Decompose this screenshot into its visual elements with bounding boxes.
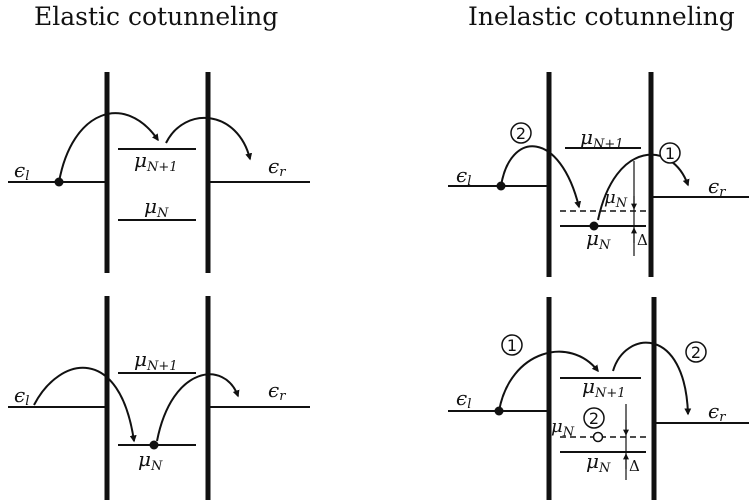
step-marker-1 [659,142,681,164]
step-label: 2 [589,409,599,428]
label-mu-sub: N [156,206,169,221]
svg-text:μN: μN [586,226,611,253]
step-marker-2 [583,407,605,429]
label-mu: μ [134,148,147,172]
tunnel-arrow-out [156,373,240,442]
label-mu-sub: N [598,238,611,253]
label-mu-sub: N [150,459,163,474]
tunnel-arrow-step-1 [498,350,599,412]
svg-text:ϵl: ϵl [456,386,471,412]
step-marker-1 [501,334,523,356]
panel-elastic-top: ϵl ϵr μN+1 μN [8,72,310,273]
tunnel-arrow-out [165,116,253,161]
label-mu: μ [138,447,151,471]
label-mu-sub: N+1 [592,137,624,152]
svg-text:μN: μN [604,187,628,211]
svg-text:ϵl: ϵl [14,383,29,409]
label-eps-r: ϵ [268,378,279,402]
electron [149,440,159,450]
svg-text:ϵl: ϵl [14,158,29,184]
tunnel-arrow-step-2 [500,145,582,209]
tunnel-arrow-in [58,112,159,183]
label-delta: Δ [637,231,648,249]
step-label: 1 [507,336,517,355]
label-eps-r-sub: r [279,165,286,180]
svg-text:ϵr: ϵr [708,399,726,425]
svg-text:ϵr: ϵr [268,154,286,180]
label-mu-excited: μ [551,416,563,437]
label-eps-r-sub: r [279,389,286,404]
label-eps-r: ϵ [268,154,279,178]
label-eps-r-sub: r [719,410,726,425]
step-label: 2 [516,124,526,143]
label-mu: μ [580,125,593,149]
label-eps-l-sub: l [25,394,29,409]
svg-text:μN: μN [586,449,611,476]
tunnel-arrow-step-2 [612,341,692,416]
label-mu-sub: N [598,461,611,476]
svg-text:ϵl: ϵl [456,163,471,189]
label-eps-l: ϵ [14,158,25,182]
label-mu-sub: N [562,425,575,440]
label-mu-sub: N+1 [594,386,626,401]
step-marker-2 [510,122,532,144]
svg-text:μN+1: μN+1 [134,347,178,374]
step-label: 1 [665,144,675,163]
label-mu: μ [144,194,157,218]
label-mu: μ [586,226,599,250]
panel-inelastic-top: 2 1 ϵl ϵr μN+1 μN μN Δ [448,72,749,277]
label-eps-r: ϵ [708,174,719,198]
label-mu-sub: N+1 [146,160,178,175]
svg-text:μN: μN [138,447,163,474]
title-inelastic-cotunneling: Inelastic cotunneling [468,2,735,31]
label-mu-sub: N+1 [146,359,178,374]
label-eps-l-sub: l [25,169,29,184]
label-mu: μ [586,449,599,473]
panel-elastic-bottom: ϵl ϵr μN+1 μN [8,296,310,500]
label-mu: μ [582,374,595,398]
label-mu: μ [134,347,147,371]
tunnel-arrow-in [33,366,137,443]
label-eps-r: ϵ [708,399,719,423]
label-eps-l: ϵ [456,163,467,187]
label-delta: Δ [629,457,640,475]
step-label: 2 [691,343,701,362]
title-elastic-cotunneling: Elastic cotunneling [34,2,279,31]
tunnel-arrow-step-1 [597,153,690,221]
label-eps-l: ϵ [456,386,467,410]
label-eps-l: ϵ [14,383,25,407]
electron [589,221,599,231]
label-eps-l-sub: l [467,397,471,412]
svg-text:μN+1: μN+1 [134,148,178,175]
label-eps-l-sub: l [467,174,471,189]
svg-text:μN+1: μN+1 [582,374,626,401]
label-eps-r-sub: r [719,185,726,200]
svg-text:ϵr: ϵr [268,378,286,404]
svg-text:μN+1: μN+1 [580,125,624,152]
svg-text:ϵr: ϵr [708,174,726,200]
svg-text:μN: μN [144,194,169,221]
label-mu-sub: N [615,196,628,211]
panel-inelastic-bottom: 1 2 2 ϵl ϵr μN+1 μN μN Δ [448,297,749,500]
hole [592,431,604,443]
step-marker-2 [685,341,707,363]
label-mu-excited: μ [604,187,616,208]
svg-text:μN: μN [551,416,575,440]
